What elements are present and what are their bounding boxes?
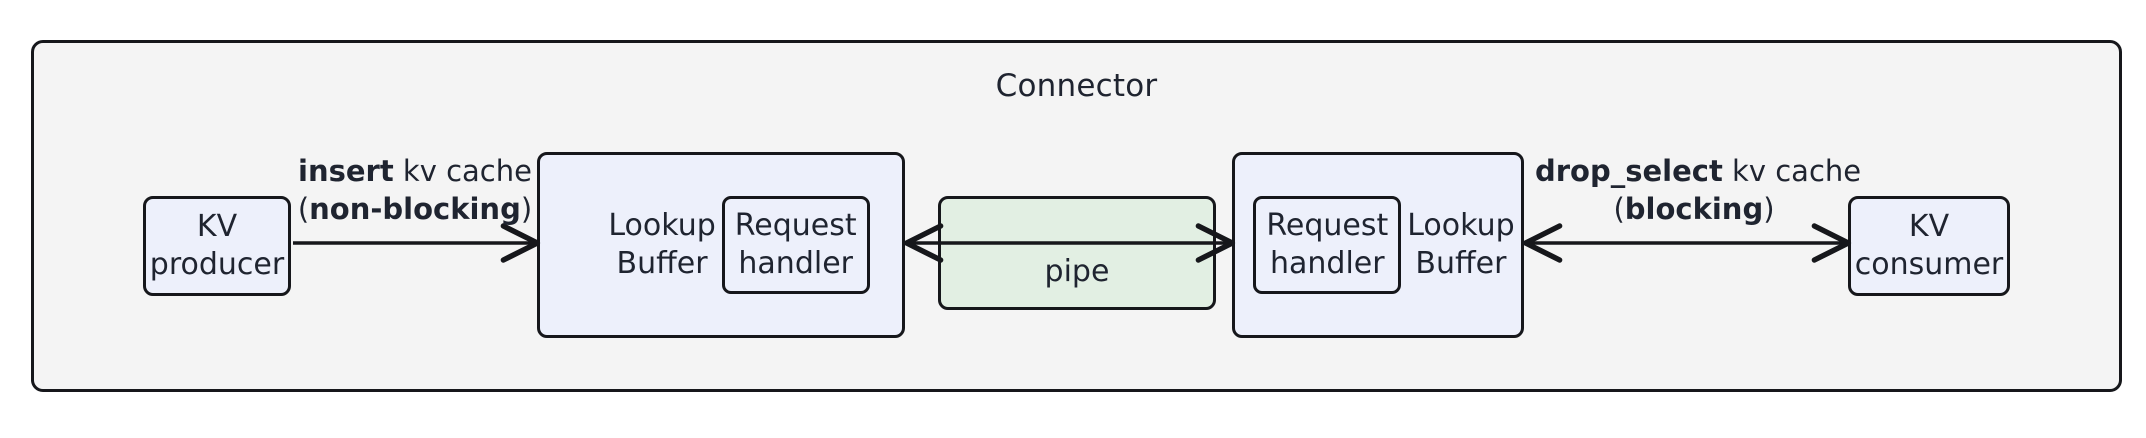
edge-label-drop-select-mode: blocking <box>1624 192 1764 227</box>
edge-label-insert-rest: kv cache <box>393 154 532 188</box>
kv-consumer-node: KV consumer <box>1848 196 2010 296</box>
lookup-buffer-right-line1: Lookup <box>1407 207 1515 243</box>
kv-producer-node: KV producer <box>143 196 291 296</box>
edge-label-insert-mode: non-blocking <box>309 192 521 227</box>
lookup-buffer-left-line1: Lookup <box>608 207 716 243</box>
edge-label-insert-line1: insert kv cache <box>290 152 540 190</box>
connector-title: Connector <box>995 68 1158 104</box>
edge-label-insert-op: insert <box>298 154 394 188</box>
lookup-buffer-left-label: Lookup Buffer <box>608 207 715 284</box>
request-handler-right-line2: handler <box>1270 246 1385 281</box>
lookup-buffer-left-node: Lookup Buffer Request handler <box>537 152 905 338</box>
lookup-buffer-right-node: Request handler Lookup Buffer <box>1232 152 1524 338</box>
lookup-buffer-left-content: Lookup Buffer Request handler <box>540 155 926 335</box>
pipe-label: pipe <box>1044 253 1110 289</box>
request-handler-left-node: Request handler <box>721 195 870 295</box>
edge-label-insert-close: ) <box>520 192 533 227</box>
lookup-buffer-left-line2: Buffer <box>616 246 708 281</box>
kv-producer-label-line1: KV <box>196 208 238 244</box>
edge-label-insert: insert kv cache (non-blocking) <box>290 152 540 229</box>
pipe-node: pipe <box>938 196 1216 310</box>
edge-label-drop-select-line1: drop_select kv cache <box>1535 152 1861 190</box>
edge-label-drop-select-line2: (blocking) <box>1535 190 1853 228</box>
kv-consumer-label: KV consumer <box>1855 208 2004 285</box>
edge-label-drop-select-op: drop_select <box>1535 154 1723 188</box>
edge-label-insert-open: ( <box>297 192 310 227</box>
request-handler-left-line1: Request <box>734 207 857 243</box>
edge-label-insert-line2: (non-blocking) <box>290 190 540 228</box>
request-handler-left-line2: handler <box>738 246 853 281</box>
edge-label-drop-select-close: ) <box>1763 192 1775 227</box>
lookup-buffer-right-content: Request handler Lookup Buffer <box>1235 155 1545 335</box>
request-handler-right-node: Request handler <box>1253 195 1402 295</box>
request-handler-right-line1: Request <box>1266 207 1389 243</box>
kv-consumer-label-line1: KV <box>1908 208 1950 244</box>
kv-producer-label-line2: producer <box>149 247 285 282</box>
edge-label-drop-select-rest: kv cache <box>1722 154 1862 188</box>
edge-label-drop-select: drop_select kv cache (blocking) <box>1535 152 1861 229</box>
kv-consumer-label-line2: consumer <box>1854 247 2004 282</box>
kv-producer-label: KV producer <box>150 208 284 285</box>
lookup-buffer-right-line2: Buffer <box>1415 246 1507 281</box>
lookup-buffer-right-label: Lookup Buffer <box>1407 207 1514 284</box>
edge-label-drop-select-open: ( <box>1613 192 1625 227</box>
